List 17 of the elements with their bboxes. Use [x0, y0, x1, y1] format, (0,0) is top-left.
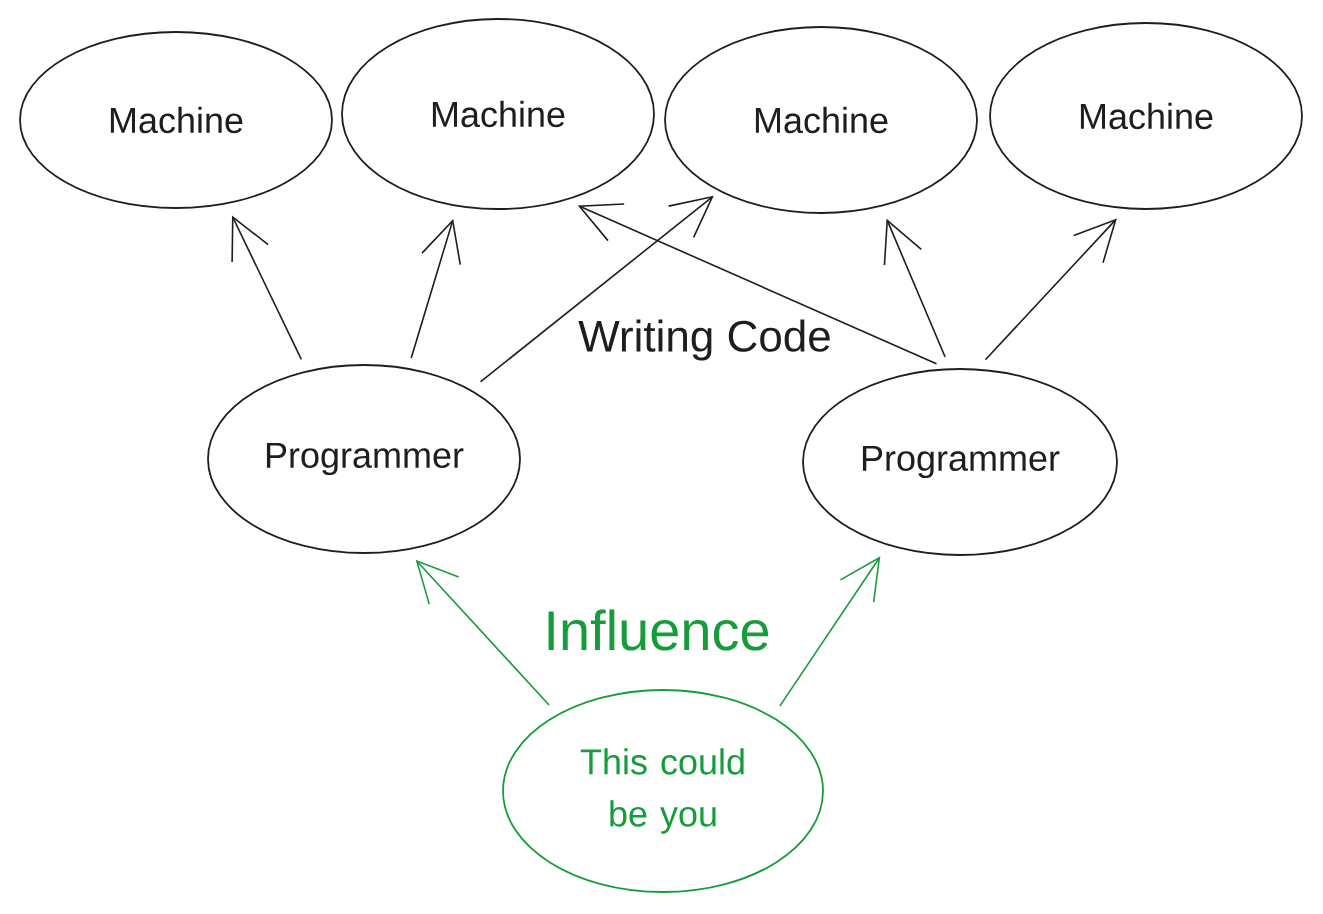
- arrow: [480, 195, 714, 383]
- arrow: [231, 215, 302, 360]
- arrow: [410, 218, 462, 359]
- arrow: [779, 556, 881, 707]
- ellipse-node: This could be you: [502, 689, 824, 893]
- ellipse-node: Machine: [19, 31, 333, 209]
- ellipse-node: Programmer: [802, 368, 1118, 556]
- text-label: Influence: [548, 609, 769, 651]
- ellipse-node: Programmer: [207, 364, 521, 554]
- ellipse-node: Machine: [989, 22, 1303, 210]
- ellipse-node: Machine: [341, 18, 655, 210]
- arrow: [415, 559, 550, 706]
- text-label: Writing Code: [578, 319, 830, 361]
- arrow: [577, 203, 937, 365]
- arrow: [985, 218, 1117, 361]
- arrow: [883, 218, 946, 358]
- ellipse-node: Machine: [664, 26, 978, 214]
